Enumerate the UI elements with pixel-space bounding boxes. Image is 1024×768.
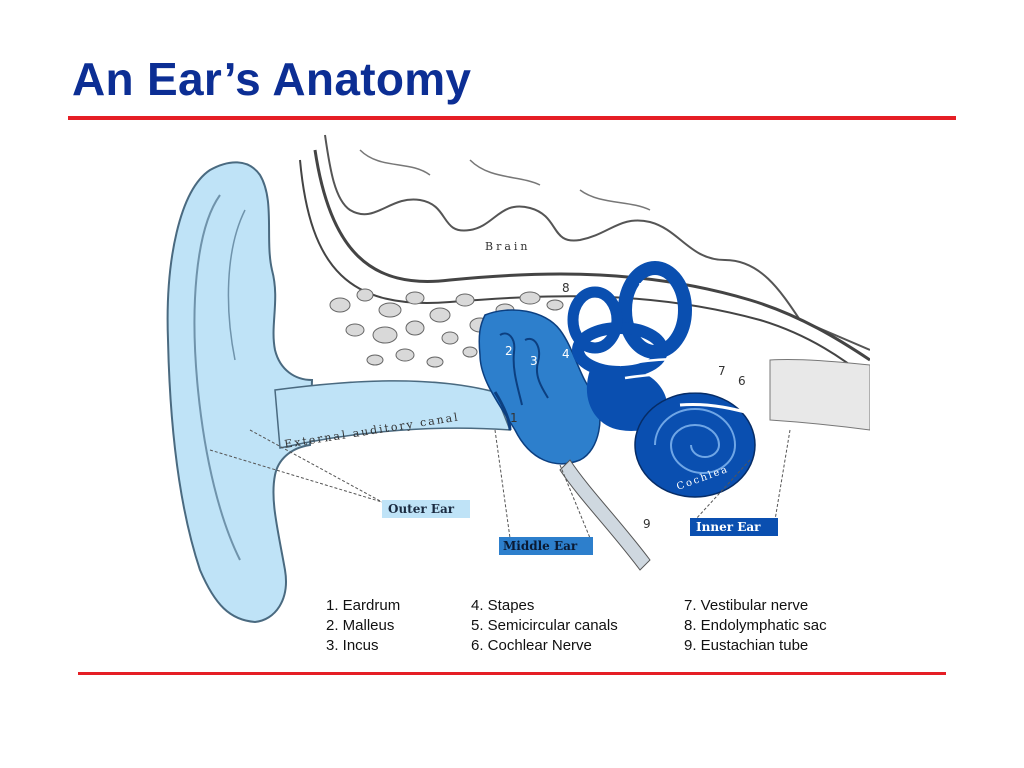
label-outer-ear: Outer Ear [388,502,455,516]
slide-title: An Ear’s Anatomy [72,53,472,105]
outer-ear-label-box [382,500,470,518]
temporal-bone [329,288,564,368]
outer-ear-pinna [166,161,314,624]
label-inner-ear: Inner Ear [696,520,761,534]
semicircular-canal [618,261,692,359]
marker-7: 7 [718,364,726,378]
ear-diagram: External auditory canal 1 2 3 4 5 6 7 [150,130,870,660]
semicircular-canal [567,286,623,354]
marker-6: 6 [738,374,746,388]
pinna-fold [193,194,241,561]
outer-ear-pointer [209,429,383,503]
legend-item-eustachian-tube: 9. Eustachian tube [684,637,809,654]
legend-item-incus: 3. Incus [326,637,379,654]
incus-bone [524,337,549,399]
legend-item-cochlear-nerve: 6. Cochlear Nerve [471,637,592,654]
bottom-rule [78,672,946,675]
label-middle-ear: Middle Ear [503,539,578,553]
cochlea [634,392,756,498]
title-rule [68,116,956,120]
pinna-fold [227,209,246,361]
legend-item-vestibular-nerve: 7. Vestibular nerve [684,597,809,614]
inner-ear-pointer [694,429,791,521]
legend-item-eardrum: 1. Eardrum [326,597,401,614]
skull-band [313,149,870,362]
nerve-bundle [769,358,870,431]
malleus-bone [499,332,523,406]
cochlear-nerve [669,376,771,420]
ear-anatomy-illustration: External auditory canal 1 2 3 4 5 6 7 [166,134,870,624]
marker-9: 9 [643,517,651,531]
middle-ear-cavity [478,309,601,465]
legend-column-3: 7. Vestibular nerve 8. Endolymphatic sac… [684,596,827,656]
legend-column-2: 4. Stapes 5. Semicircular canals 6. Coch… [471,596,618,656]
brain-outline [324,134,870,351]
inner-ear [567,261,771,498]
skull-band [299,159,870,381]
cochlea-spiral [654,408,737,474]
marker-1: 1 [510,411,518,425]
vestibular-nerve [619,357,771,382]
legend-item-semicircular-canals: 5. Semicircular canals [471,617,618,634]
label-brain: Brain [485,240,531,253]
legend-item-stapes: 4. Stapes [471,597,535,614]
marker-8: 8 [562,281,570,295]
marker-2: 2 [505,344,513,358]
marker-4: 4 [562,347,570,361]
middle-ear-pointer [494,429,591,539]
middle-ear-label-box [499,537,593,555]
marker-3: 3 [530,354,538,368]
legend-column-1: 1. Eardrum 2. Malleus 3. Incus [326,596,400,656]
legend-item-endolymphatic-sac: 8. Endolymphatic sac [684,617,827,634]
inner-ear-label-box [690,518,778,536]
eustachian-tube [559,459,651,571]
eardrum [493,391,512,431]
marker-5: 5 [638,281,646,295]
brain-fold [359,149,651,211]
legend-item-malleus: 2. Malleus [326,617,395,634]
